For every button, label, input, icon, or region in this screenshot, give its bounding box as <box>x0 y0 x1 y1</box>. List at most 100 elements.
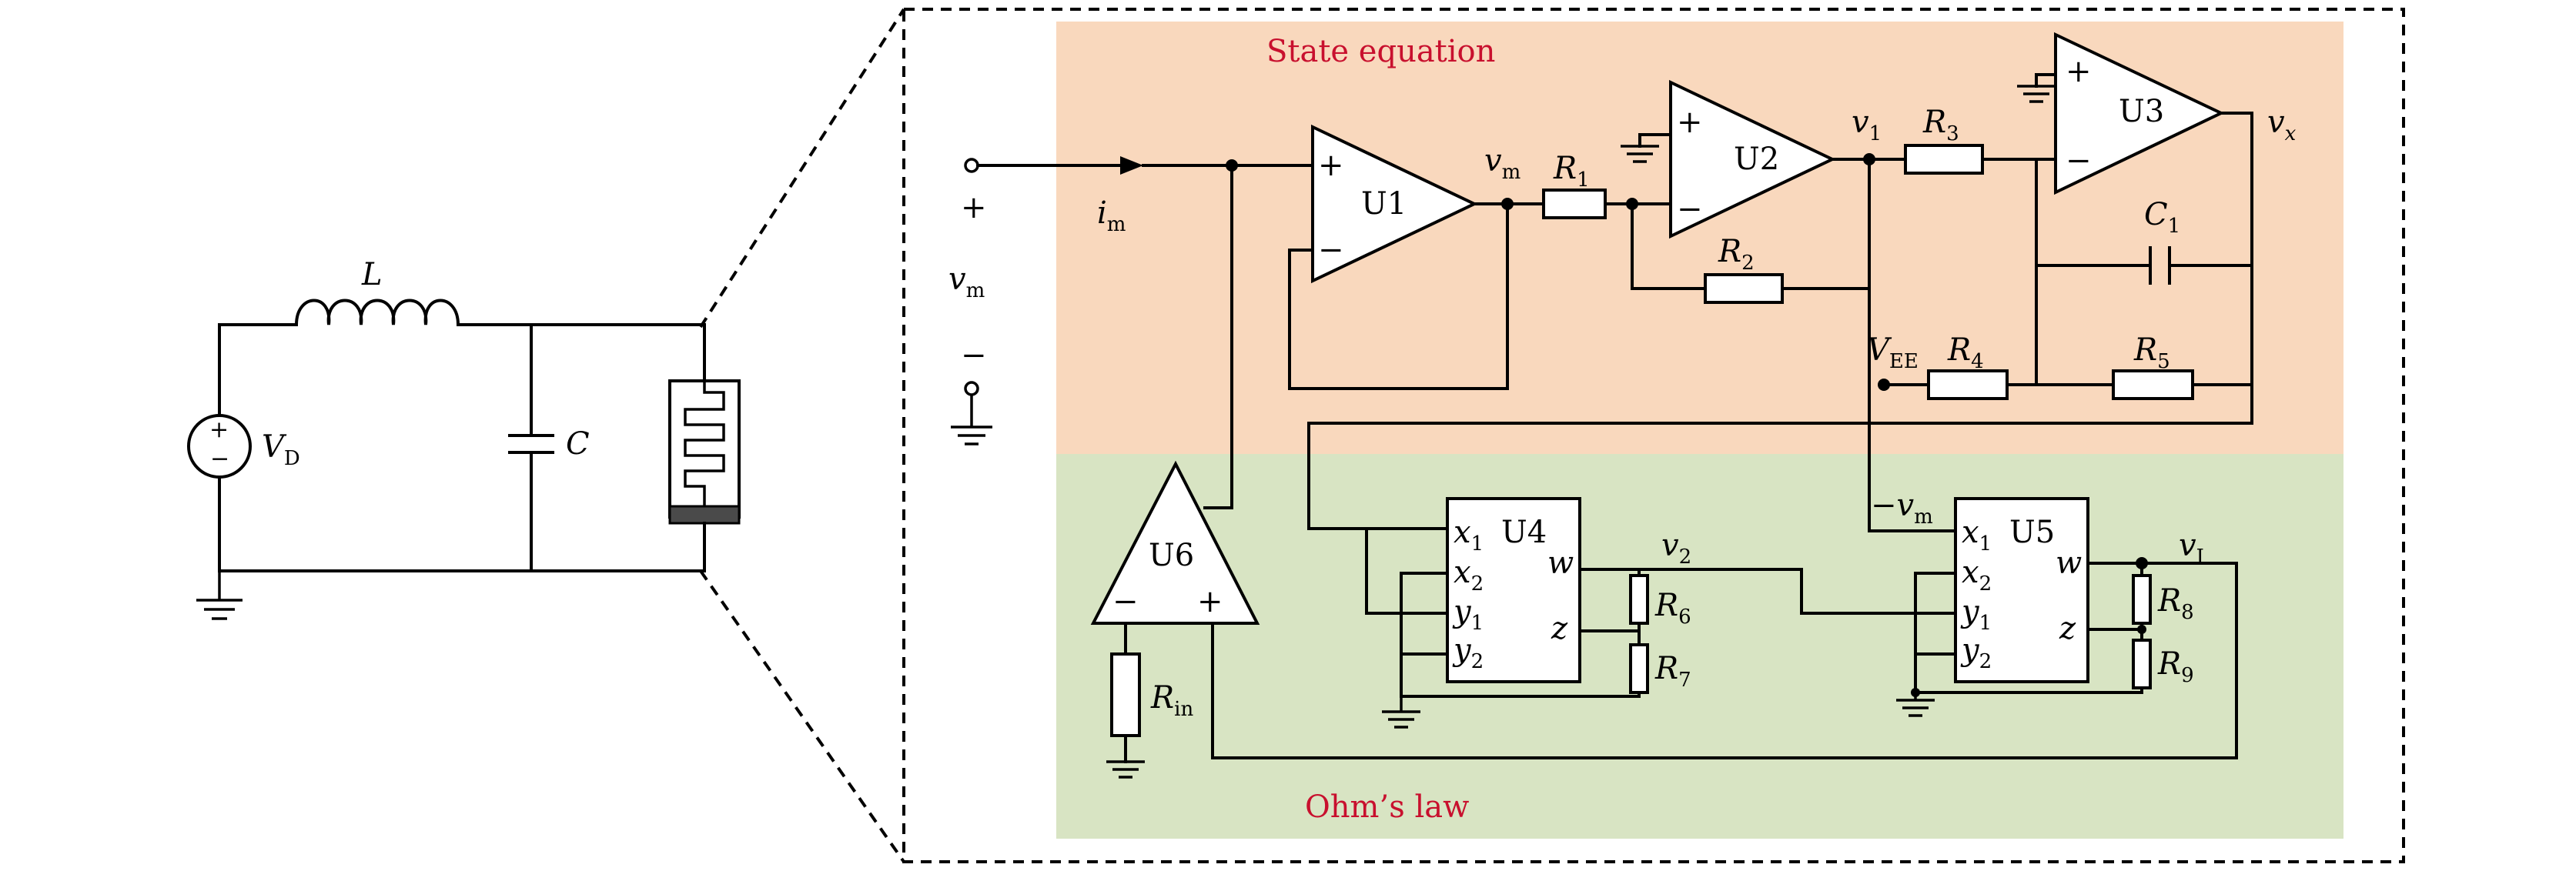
vI-label: vI <box>2179 528 2204 569</box>
u6-label: U6 <box>1149 538 1194 573</box>
u4-y2: y2 <box>1452 632 1484 673</box>
u3-minus: − <box>2066 143 2092 179</box>
r5-label: R5 <box>2133 332 2170 373</box>
resistor-r6 <box>1629 574 1649 625</box>
resistor-rin <box>1110 652 1141 737</box>
state-equation-title: State equation <box>1266 34 1495 69</box>
junction-dot <box>1911 688 1920 697</box>
u5-z: z <box>2059 611 2076 646</box>
voltage-source-vd <box>187 414 252 479</box>
u4-w: w <box>1547 546 1574 581</box>
junction-dot <box>2136 557 2148 569</box>
memristor-meander <box>684 381 725 506</box>
u5-y1: y1 <box>1960 594 1992 635</box>
u2-plus: + <box>1677 105 1703 140</box>
input-terminal-bottom <box>964 381 979 396</box>
vx-label: vx <box>2267 105 2297 145</box>
u5-y2: y2 <box>1960 632 1992 673</box>
junction-dot <box>2137 625 2146 634</box>
resistor-r1 <box>1542 189 1607 219</box>
capacitor-label: C <box>566 426 590 462</box>
source-minus-sign: − <box>210 446 229 472</box>
junction-dot <box>1878 379 1890 391</box>
opamp-u3 <box>2054 32 2225 195</box>
r8-label: R8 <box>2157 583 2194 624</box>
u1-plus: + <box>1318 148 1344 183</box>
v1-label: v1 <box>1852 105 1882 145</box>
v2-label: v2 <box>1661 528 1691 569</box>
u3-label: U3 <box>2119 94 2164 129</box>
source-label: VD <box>262 429 300 470</box>
u4-y1: y1 <box>1452 594 1484 635</box>
multiplier-u5 <box>1954 497 2089 683</box>
resistor-r5 <box>2112 369 2194 400</box>
c1-label: C1 <box>2144 197 2180 238</box>
u4-x1: x1 <box>1454 515 1484 556</box>
ohms-law-region <box>1056 454 2343 839</box>
capacitor-c1 <box>2149 246 2171 285</box>
u6-minus: − <box>1112 584 1139 619</box>
u1-minus: − <box>1318 232 1344 268</box>
junction-dot <box>1226 159 1238 172</box>
r6-label: R6 <box>1654 588 1691 629</box>
u4-x2: x2 <box>1454 555 1484 596</box>
input-terminal-top <box>964 158 979 173</box>
ohms-law-title: Ohm’s law <box>1305 789 1469 825</box>
r2-label: R2 <box>1718 234 1755 275</box>
left-series-circuit: + − <box>187 299 741 620</box>
u4-label: U4 <box>1501 515 1547 550</box>
inductor-label: L <box>361 257 383 292</box>
input-ground <box>951 395 992 446</box>
vee-label: VEE <box>1867 332 1919 373</box>
r7-label: R7 <box>1654 651 1691 692</box>
current-im-label: im <box>1097 195 1126 236</box>
terminal-vm-label: vm <box>948 262 985 302</box>
multiplier-u4 <box>1446 497 1581 683</box>
junction-dot <box>1626 198 1638 210</box>
current-arrow-icon <box>1120 156 1143 175</box>
rin-ground <box>1106 760 1145 779</box>
source-plus-sign: + <box>209 416 229 443</box>
memristor-device-band <box>668 505 741 525</box>
opamp-u6 <box>1090 460 1260 625</box>
r9-label: R9 <box>2157 646 2194 687</box>
junction-dot <box>1501 198 1514 210</box>
u2-label: U2 <box>1734 142 1779 177</box>
node-vm-label: vm <box>1484 143 1521 184</box>
u2-ground <box>1621 145 1659 163</box>
u4-z: z <box>1551 611 1568 646</box>
r4-label: R4 <box>1947 332 1984 373</box>
u1-label: U1 <box>1361 186 1407 222</box>
rin-label: Rin <box>1150 680 1193 721</box>
u3-ground <box>2017 85 2056 103</box>
u2-minus: − <box>1677 192 1703 227</box>
u4-ground <box>1382 696 1420 729</box>
inductor-coil <box>294 299 460 327</box>
zoom-connector-bottom <box>699 569 905 863</box>
resistor-r9 <box>2132 639 2152 689</box>
zoom-frame <box>902 8 2405 863</box>
terminal-minus-label: − <box>961 338 987 373</box>
opamp-u2 <box>1669 79 1836 239</box>
resistor-r2 <box>1704 273 1784 304</box>
left-ground-symbol <box>196 571 243 620</box>
opamp-u1 <box>1311 124 1478 284</box>
resistor-r3 <box>1904 144 1984 175</box>
junction-dot <box>1863 153 1875 165</box>
terminal-plus-label: + <box>961 190 987 225</box>
u5-x1: x1 <box>1962 515 1992 556</box>
resistor-r8 <box>2132 574 2152 625</box>
zoom-connector-top <box>699 8 905 329</box>
neg-vm-label: −vm <box>1871 488 1933 529</box>
r1-label: R1 <box>1553 151 1590 192</box>
u6-plus: + <box>1197 584 1223 619</box>
u3-plus: + <box>2066 54 2092 89</box>
u5-label: U5 <box>2009 515 2055 550</box>
resistor-r7 <box>1629 643 1649 694</box>
capacitor-c <box>508 323 554 572</box>
u5-w: w <box>2056 546 2082 581</box>
r3-label: R3 <box>1922 105 1959 145</box>
u5-x2: x2 <box>1962 555 1992 596</box>
resistor-r4 <box>1927 369 2009 400</box>
